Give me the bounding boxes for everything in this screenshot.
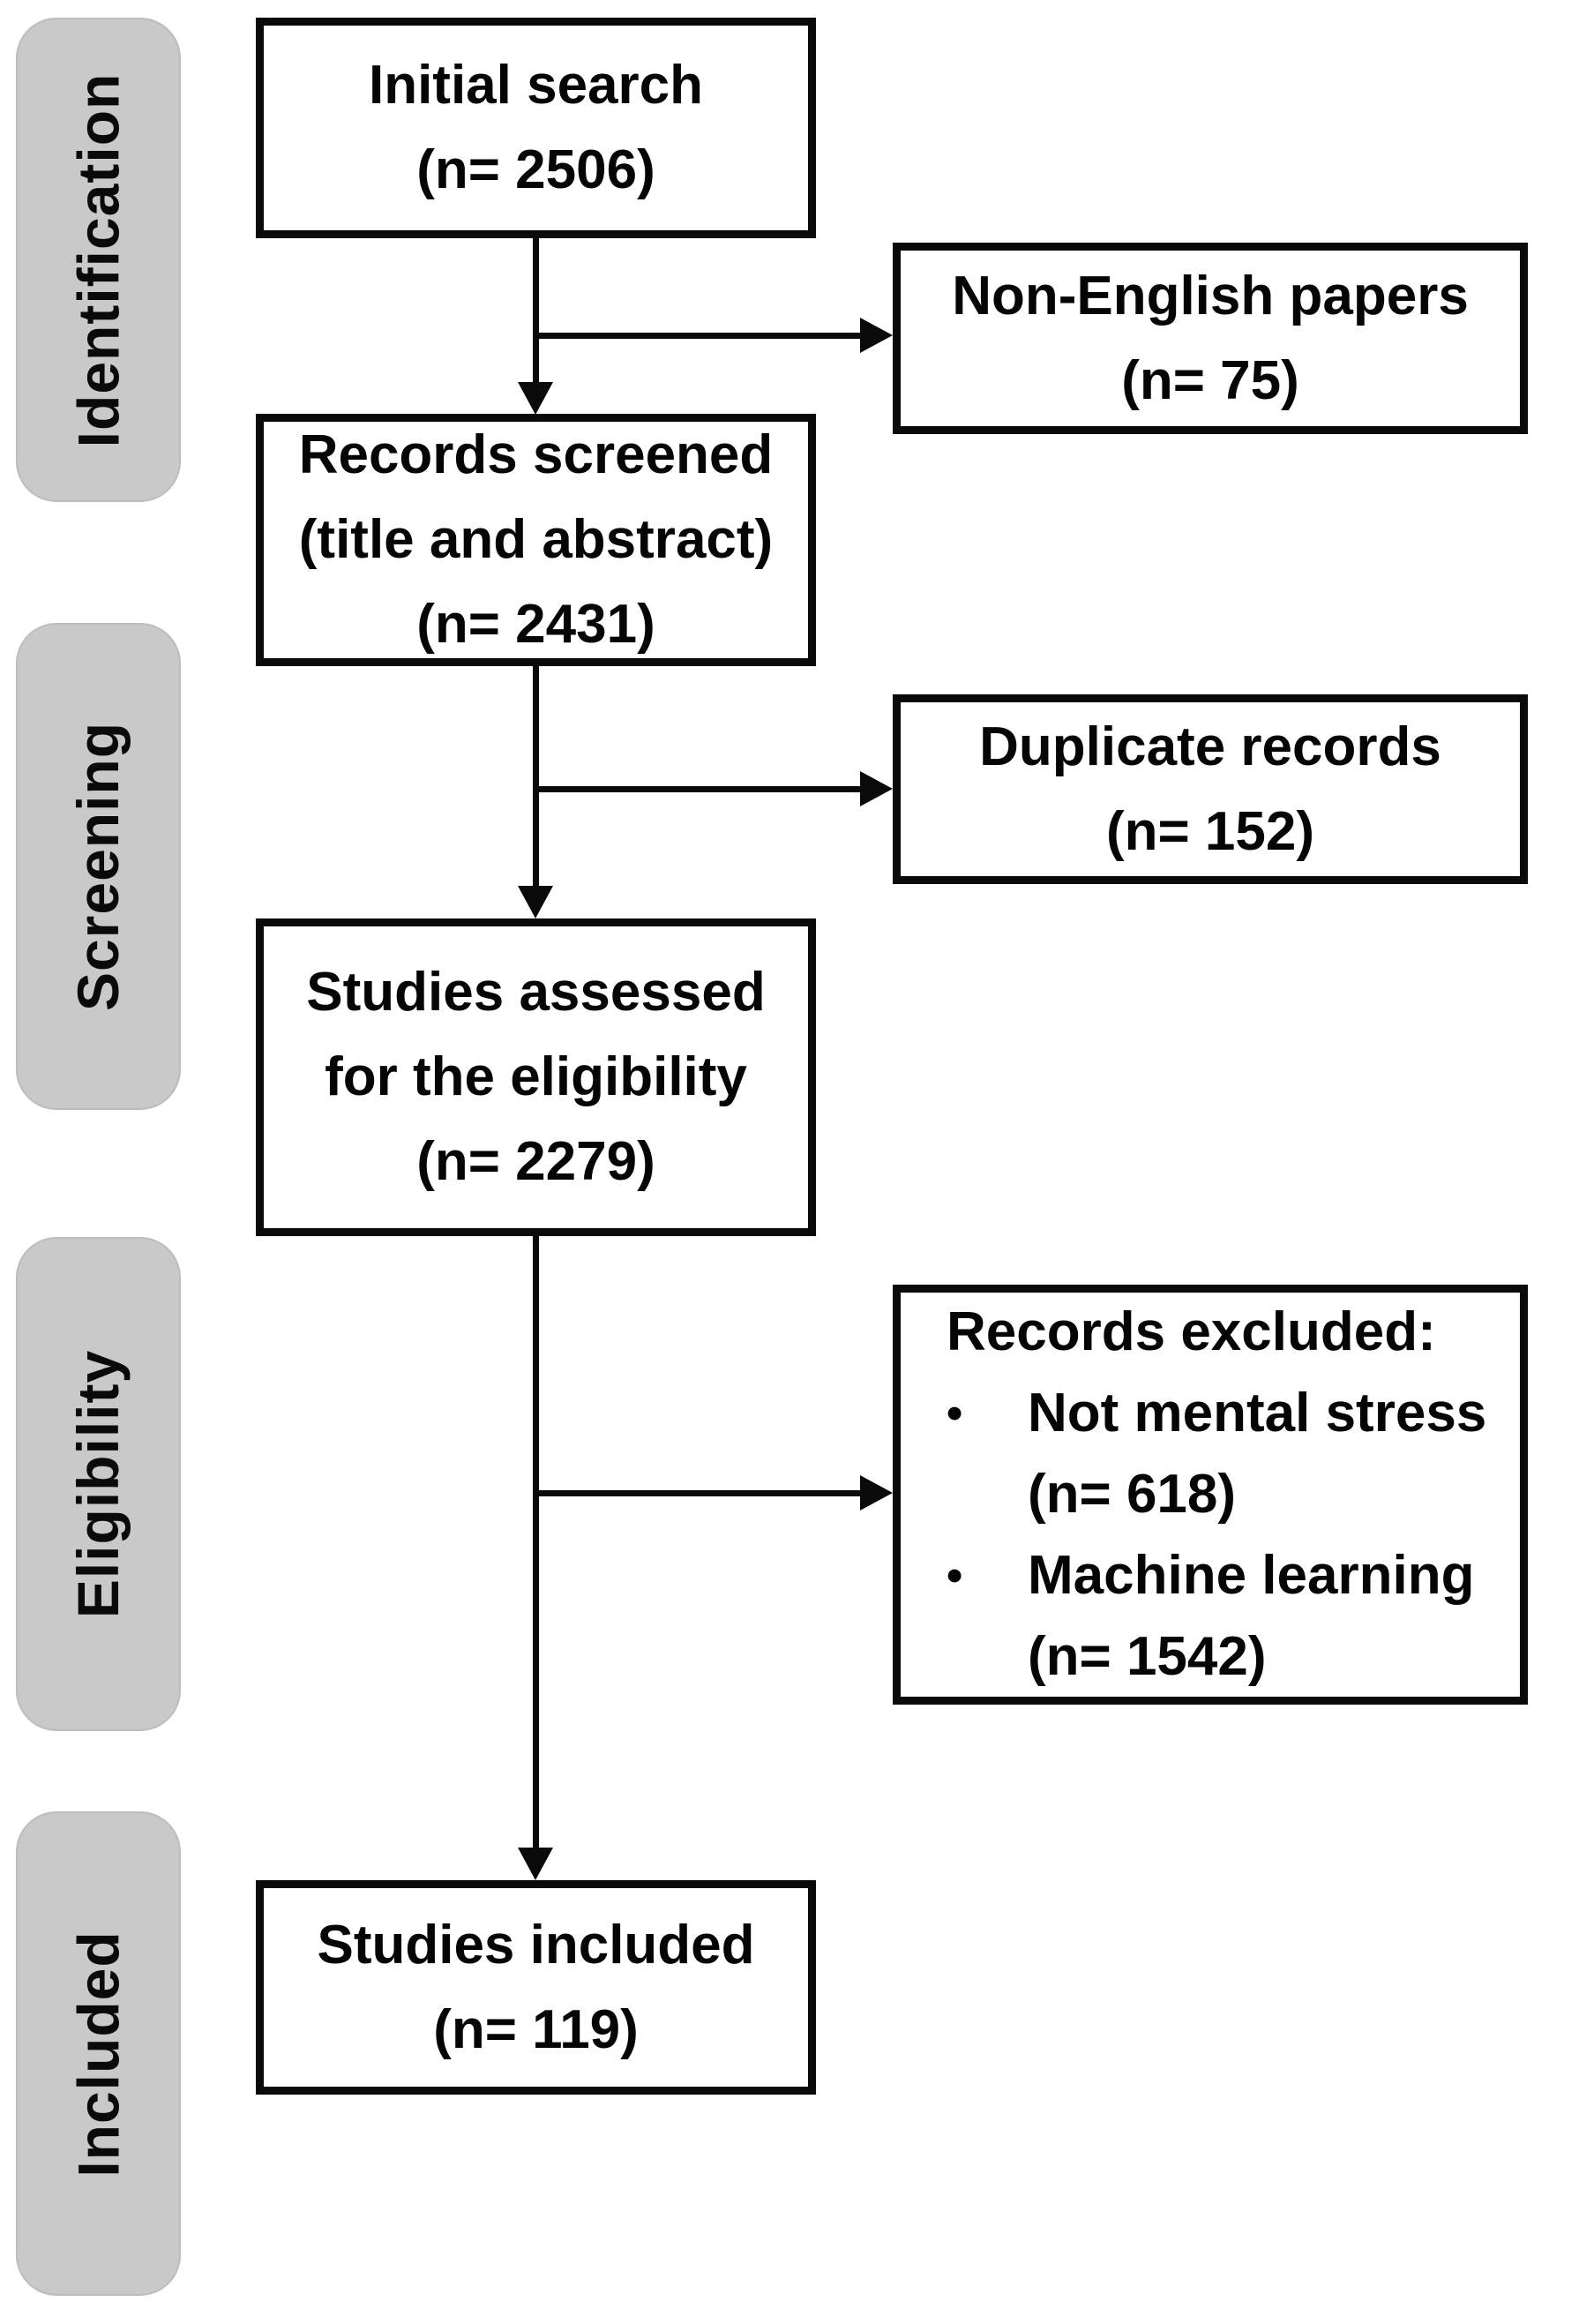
arrowhead-down-1 — [518, 382, 553, 415]
arrowhead-down-3 — [518, 1848, 553, 1880]
arrowhead-right-2 — [860, 771, 893, 806]
flow-box-studies-included-count: (n= 119) — [433, 1998, 639, 2060]
flow-box-records-screened-count: (n= 2431) — [416, 594, 655, 655]
connector-line-1 — [533, 238, 539, 383]
flow-box-studies-assessed-line-2: for the eligibility — [325, 1046, 747, 1107]
records-excluded-item-2-label: Machine learning — [1028, 1545, 1475, 1606]
flow-box-studies-included-line-1: Studies included — [317, 1914, 755, 1975]
stage-identification-label: Identification — [65, 72, 131, 447]
side-box-duplicates: Duplicate records (n= 152) — [893, 694, 1528, 884]
side-box-non-english-line-1: Non-English papers — [952, 265, 1469, 326]
flow-box-studies-assessed: Studies assessed for the eligibility (n=… — [256, 918, 816, 1236]
stage-included: Included — [16, 1811, 181, 2296]
bullet-icon: • — [947, 1550, 963, 1601]
records-excluded-title: Records excluded: — [947, 1301, 1436, 1362]
arrowhead-right-3 — [860, 1475, 893, 1511]
records-excluded-item-1-label: Not mental stress — [1028, 1383, 1487, 1443]
stage-included-label: Included — [65, 1930, 131, 2178]
side-box-non-english: Non-English papers (n= 75) — [893, 243, 1528, 434]
records-excluded-item-2: • Machine learning (n= 1542) — [947, 1535, 1502, 1698]
flow-box-initial-search-count: (n= 2506) — [416, 139, 655, 200]
side-box-records-excluded: Records excluded: • Not mental stress (n… — [893, 1285, 1528, 1705]
stage-identification: Identification — [16, 18, 181, 502]
flow-box-studies-assessed-line-1: Studies assessed — [306, 962, 766, 1023]
records-excluded-item-1: • Not mental stress (n= 618) — [947, 1373, 1502, 1535]
flow-box-records-screened-line-2: (title and abstract) — [298, 509, 774, 570]
bullet-icon: • — [947, 1388, 963, 1439]
stage-eligibility-label: Eligibility — [65, 1349, 131, 1619]
flow-box-initial-search-line-1: Initial search — [368, 55, 704, 116]
connector-line-3 — [533, 1236, 539, 1848]
flow-box-records-screened: Records screened (title and abstract) (n… — [256, 414, 816, 666]
connector-line-2 — [533, 666, 539, 887]
records-excluded-item-2-count: (n= 1542) — [1028, 1626, 1267, 1687]
records-excluded-item-1-count: (n= 618) — [1028, 1464, 1237, 1525]
flow-box-studies-assessed-count: (n= 2279) — [416, 1131, 655, 1192]
flow-box-studies-included: Studies included (n= 119) — [256, 1880, 816, 2095]
flow-box-records-screened-line-1: Records screened — [298, 424, 774, 485]
arrowhead-right-1 — [860, 318, 893, 353]
branch-line-1 — [533, 333, 860, 339]
stage-screening-label: Screening — [65, 721, 131, 1012]
side-box-duplicates-count: (n= 152) — [1105, 800, 1315, 862]
stage-eligibility: Eligibility — [16, 1237, 181, 1731]
side-box-non-english-count: (n= 75) — [1121, 349, 1299, 411]
arrowhead-down-2 — [518, 886, 553, 918]
stage-screening: Screening — [16, 623, 181, 1110]
branch-line-2 — [533, 786, 860, 792]
flow-box-initial-search: Initial search (n= 2506) — [256, 18, 816, 238]
side-box-duplicates-line-1: Duplicate records — [979, 716, 1441, 777]
branch-line-3 — [533, 1490, 860, 1496]
